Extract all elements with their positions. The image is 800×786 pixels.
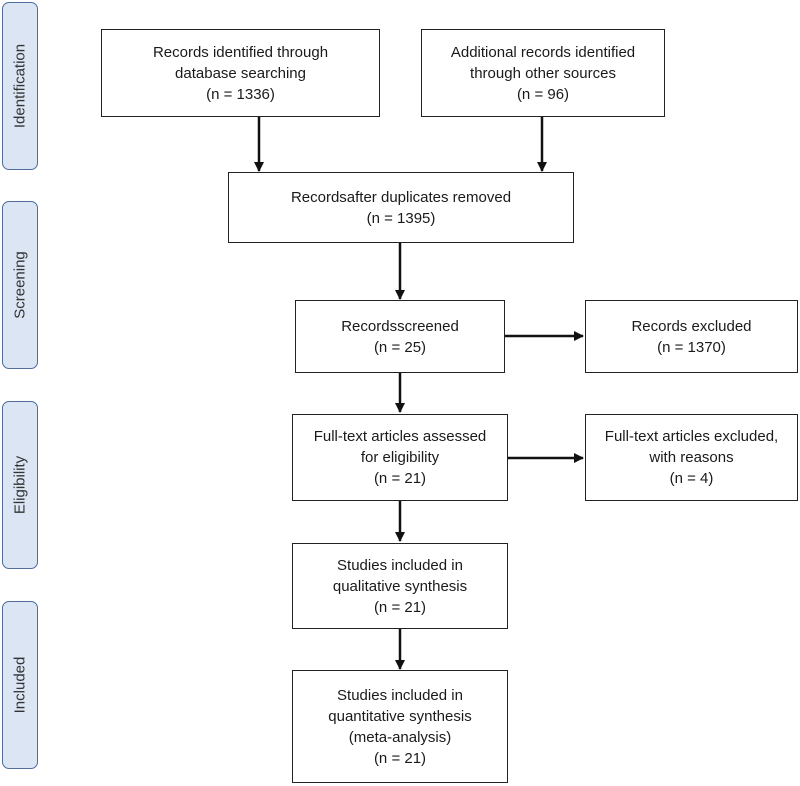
box-database-search-count: (n = 1336)	[206, 85, 275, 103]
stage-screening: Screening	[2, 201, 38, 369]
stage-included: Included	[2, 601, 38, 769]
box-records-screened-count: (n = 25)	[373, 338, 427, 356]
box-quantitative-synthesis-line2: quantitative synthesis	[328, 707, 472, 725]
box-records-excluded-count: (n = 1370)	[657, 338, 726, 356]
box-other-sources-line2: through other sources	[470, 64, 616, 82]
box-quantitative-synthesis: Studies included in quantitative synthes…	[292, 670, 508, 783]
box-records-screened: Recordsscreened (n = 25)	[295, 300, 505, 373]
box-records-screened-line1: Recordsscreened	[341, 317, 459, 335]
box-fulltext-excluded-line2: with reasons	[649, 449, 734, 466]
box-duplicates-removed-line1: Recordsafter duplicates removed	[290, 188, 512, 206]
box-other-sources-count: (n = 96)	[516, 85, 570, 103]
box-qualitative-synthesis: Studies included in qualitative synthesi…	[292, 543, 508, 629]
box-qualitative-synthesis-line2: qualitative synthesis	[332, 577, 468, 595]
box-fulltext-assessed-count: (n = 21)	[373, 470, 427, 487]
box-qualitative-synthesis-count: (n = 21)	[373, 598, 427, 616]
box-quantitative-synthesis-line3: (meta-analysis)	[348, 728, 452, 746]
box-fulltext-assessed-line1: Full-text articles assessed	[313, 428, 487, 445]
box-qualitative-synthesis-line1: Studies included in	[337, 556, 463, 574]
stage-eligibility: Eligibility	[2, 401, 38, 569]
box-fulltext-excluded-line1: Full-text articles excluded,	[604, 428, 779, 445]
box-records-excluded: Records excluded (n = 1370)	[585, 300, 798, 373]
box-fulltext-excluded: Full-text articles excluded, with reason…	[585, 414, 798, 501]
box-duplicates-removed-count: (n = 1395)	[366, 209, 436, 227]
box-records-excluded-line1: Records excluded	[631, 317, 752, 335]
box-fulltext-assessed: Full-text articles assessed for eligibil…	[292, 414, 508, 501]
box-fulltext-assessed-line2: for eligibility	[360, 449, 440, 466]
box-database-search-line2: database searching	[175, 64, 306, 82]
box-quantitative-synthesis-line1: Studies included in	[337, 686, 463, 704]
box-database-search: Records identified through database sear…	[101, 29, 380, 117]
box-other-sources-line1: Additional records identified	[450, 43, 636, 61]
box-quantitative-synthesis-count: (n = 21)	[373, 749, 427, 767]
box-fulltext-excluded-count: (n = 4)	[669, 470, 714, 487]
stage-identification: Identification	[2, 2, 38, 170]
box-other-sources: Additional records identified through ot…	[421, 29, 665, 117]
box-database-search-line1: Records identified through	[152, 43, 329, 61]
box-duplicates-removed: Recordsafter duplicates removed (n = 139…	[228, 172, 574, 243]
